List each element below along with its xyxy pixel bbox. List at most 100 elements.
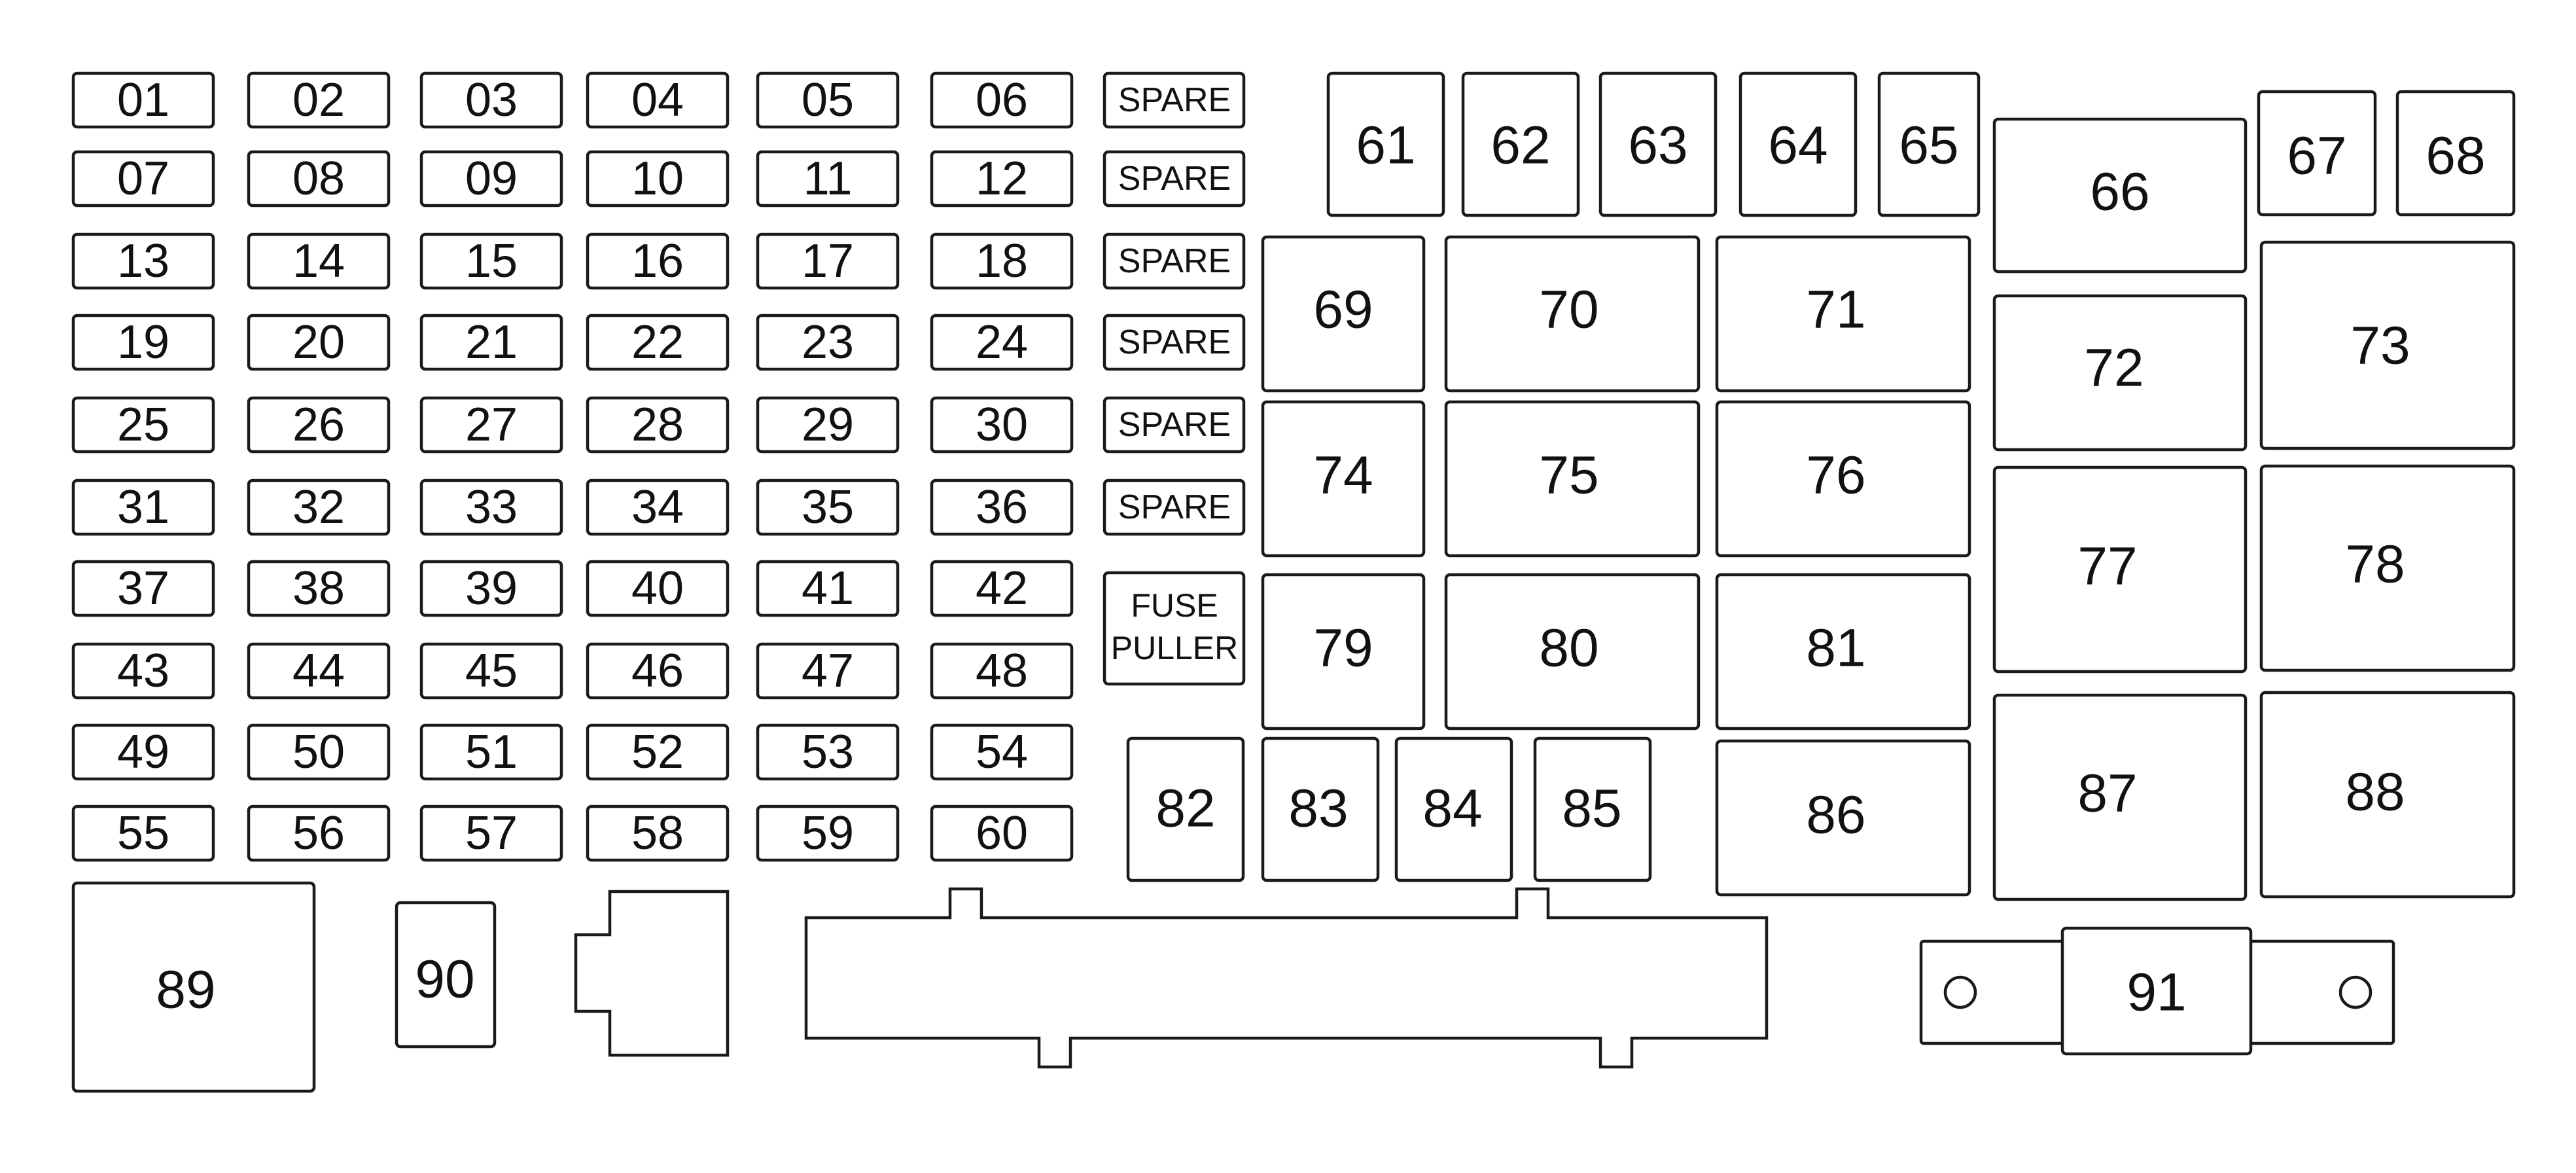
fuse-label-58: 58	[631, 807, 684, 859]
block-82: 82	[1126, 736, 1245, 882]
fuse-label-37: 37	[117, 562, 169, 615]
block-68: 68	[2395, 90, 2516, 217]
fuse-slot-45: 45	[419, 642, 563, 700]
block-84: 84	[1394, 736, 1513, 882]
fuse-slot-17: 17	[756, 232, 900, 290]
fuse-label-59: 59	[802, 807, 854, 859]
relay-and-maxi-fuse-blocks: 61 62 63 64 65 66 67 68 69 70 71 72 73 7…	[71, 71, 2516, 1093]
block-91-mega-fuse: 91	[1919, 926, 2395, 1056]
fuse-slot-49: 49	[71, 723, 215, 781]
right-mounting-stud	[2338, 975, 2373, 1009]
fuse-slot-01: 01	[71, 71, 215, 129]
fuse-slot-43: 43	[71, 642, 215, 700]
block-72-label: 72	[2084, 338, 2144, 398]
fuse-label-56: 56	[292, 807, 345, 859]
fuse-label-26: 26	[292, 399, 345, 451]
block-72: 72	[1992, 294, 2248, 452]
fuse-label-20: 20	[292, 316, 345, 369]
fuse-slot-09: 09	[419, 150, 563, 208]
fuse-label-57: 57	[465, 807, 518, 859]
fuse-label-09: 09	[465, 153, 518, 205]
fuse-label-28: 28	[631, 399, 684, 451]
fuse-slot-03: 03	[419, 71, 563, 129]
block-89-label: 89	[156, 960, 215, 1020]
fuse-label-11: 11	[803, 153, 853, 205]
fuse-slot-32: 32	[247, 478, 391, 536]
bus-bar-cover	[804, 887, 1769, 1069]
fuse-slot-47: 47	[756, 642, 900, 700]
fuse-label-41: 41	[802, 562, 854, 615]
fuse-label-05: 05	[802, 74, 854, 126]
block-79: 79	[1261, 573, 1426, 731]
block-77-label: 77	[2077, 537, 2137, 596]
spare-label: SPARE	[1118, 323, 1231, 361]
fuse-label-22: 22	[631, 316, 684, 369]
fuse-label-13: 13	[117, 235, 169, 287]
fuse-slot-53: 53	[756, 723, 900, 781]
block-74: 74	[1261, 400, 1426, 558]
block-61-label: 61	[1356, 116, 1415, 175]
block-65-label: 65	[1899, 116, 1958, 175]
spare-fuse-slot: SPARE	[1103, 478, 1246, 536]
fuse-slot-25: 25	[71, 396, 215, 454]
fuse-label-19: 19	[117, 316, 169, 369]
fuse-slot-12: 12	[930, 150, 1074, 208]
block-70: 70	[1444, 235, 1701, 393]
fuse-label-21: 21	[465, 316, 518, 369]
fuse-label-35: 35	[802, 481, 854, 533]
fuse-label-15: 15	[465, 235, 518, 287]
fuse-slot-21: 21	[419, 314, 563, 371]
fuse-label-07: 07	[117, 153, 169, 205]
fuse-slot-58: 58	[586, 804, 730, 862]
block-76-label: 76	[1806, 446, 1865, 505]
block-76: 76	[1715, 400, 1971, 558]
spare-fuse-slot: SPARE	[1103, 150, 1246, 208]
fuse-label-45: 45	[465, 645, 518, 697]
block-71-label: 71	[1806, 280, 1865, 340]
fuse-label-60: 60	[976, 807, 1028, 859]
block-91-label: 91	[2126, 963, 2186, 1022]
fuse-label-12: 12	[976, 153, 1028, 205]
fuse-slot-27: 27	[419, 396, 563, 454]
fuse-label-14: 14	[292, 235, 345, 287]
fuse-slot-13: 13	[71, 232, 215, 290]
block-88-label: 88	[2345, 763, 2405, 822]
block-70-label: 70	[1539, 280, 1598, 340]
fuse-slot-28: 28	[586, 396, 730, 454]
fuse-label-29: 29	[802, 399, 854, 451]
fuse-label-40: 40	[631, 562, 684, 615]
fuse-label-03: 03	[465, 74, 518, 126]
fuse-slot-36: 36	[930, 478, 1074, 536]
fuse-slot-59: 59	[756, 804, 900, 862]
fuse-label-23: 23	[802, 316, 854, 369]
block-69: 69	[1261, 235, 1426, 393]
block-88: 88	[2259, 691, 2516, 899]
fuse-label-49: 49	[117, 726, 169, 778]
fuse-slot-37: 37	[71, 560, 215, 617]
fuse-slot-31: 31	[71, 478, 215, 536]
block-73-label: 73	[2350, 316, 2410, 376]
block-62-label: 62	[1491, 116, 1550, 175]
fuse-slot-23: 23	[756, 314, 900, 371]
block-87: 87	[1992, 693, 2248, 901]
fuse-slot-40: 40	[586, 560, 730, 617]
block-87-label: 87	[2077, 764, 2137, 823]
fuse-label-01: 01	[117, 74, 169, 126]
fuse-slot-10: 10	[586, 150, 730, 208]
fuse-slot-35: 35	[756, 478, 900, 536]
fuse-slot-51: 51	[419, 723, 563, 781]
fuse-label-47: 47	[802, 645, 854, 697]
fuse-slot-33: 33	[419, 478, 563, 536]
fuse-label-54: 54	[976, 726, 1028, 778]
fuse-label-17: 17	[802, 235, 854, 287]
block-69-label: 69	[1313, 280, 1373, 340]
fuse-slot-50: 50	[247, 723, 391, 781]
block-64: 64	[1738, 71, 1858, 217]
fuse-slot-08: 08	[247, 150, 391, 208]
fuse-slot-11: 11	[756, 150, 900, 208]
block-67: 67	[2257, 90, 2377, 217]
fuse-label-42: 42	[976, 562, 1028, 615]
block-65: 65	[1877, 71, 1981, 217]
